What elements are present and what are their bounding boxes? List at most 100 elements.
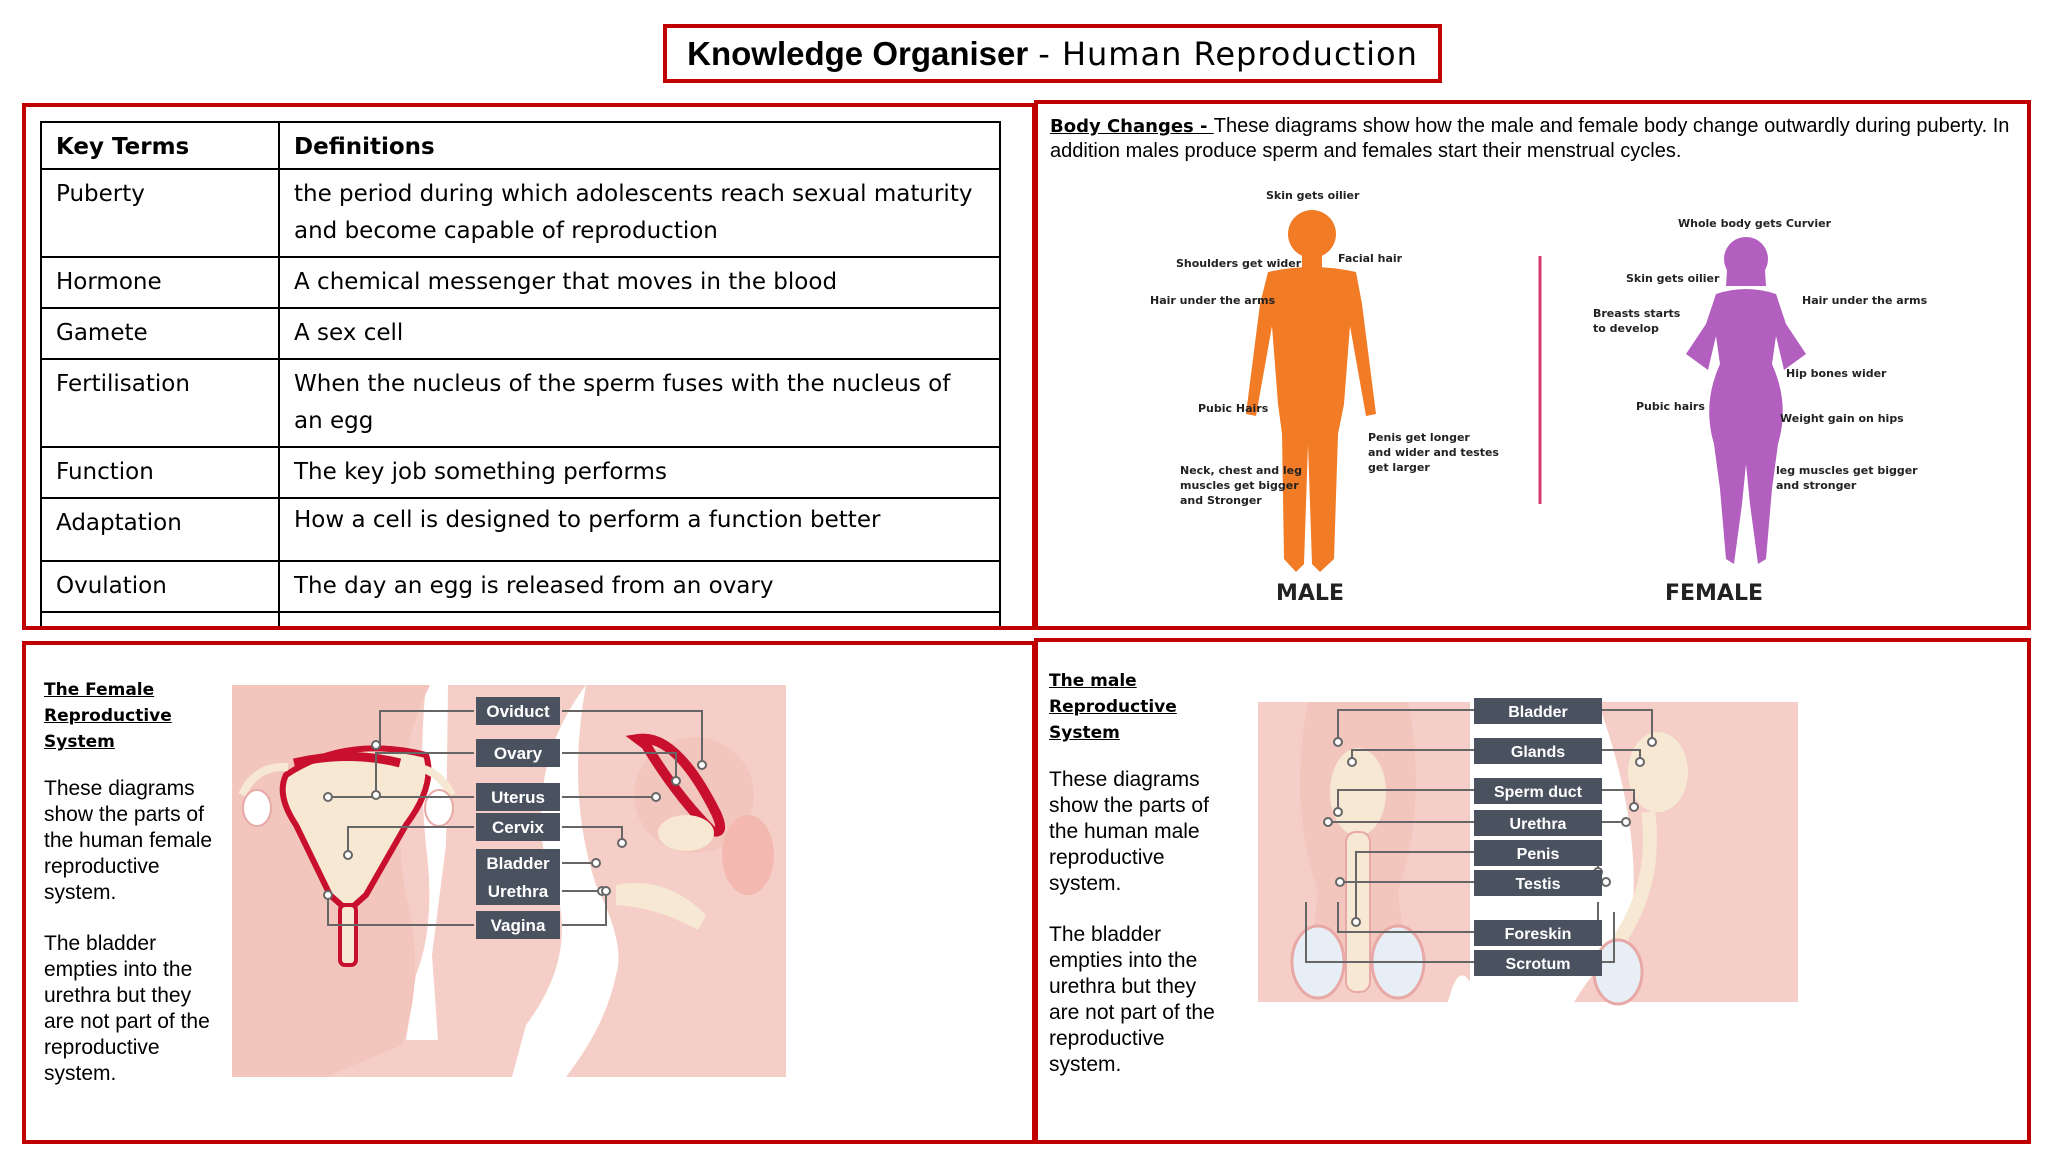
definition-cell: The day an egg is released from an ovary xyxy=(278,560,1001,613)
label-bladder: Bladder xyxy=(1508,704,1568,721)
female-heading: The Female Reproductive System xyxy=(44,677,172,755)
label-penis: Penis xyxy=(1517,846,1560,863)
label-uterus: Uterus xyxy=(491,788,545,807)
term-cell: Menstrual Cycle xyxy=(40,611,280,626)
male-label: and Stronger xyxy=(1180,494,1262,507)
page-title-box: Knowledge Organiser - Human Reproduction xyxy=(663,24,1442,83)
penis-front xyxy=(1345,831,1371,993)
label-ovary: Ovary xyxy=(494,744,543,763)
female-heading-line: The Female xyxy=(44,680,155,700)
label-foreskin: Foreskin xyxy=(1505,926,1572,943)
female-heading-line: System xyxy=(44,732,115,752)
female-label: leg muscles get bigger xyxy=(1776,464,1918,477)
male-heading-line: System xyxy=(1049,723,1120,743)
page-subtitle: - Human Reproduction xyxy=(1038,34,1418,73)
female-label: Hip bones wider xyxy=(1786,367,1887,380)
term-cell: Ovulation xyxy=(40,560,280,613)
label-cervix: Cervix xyxy=(492,818,545,837)
male-label: get larger xyxy=(1368,461,1430,474)
text-line: system. xyxy=(44,881,117,904)
label-bladder: Bladder xyxy=(486,854,550,873)
label-urethra: Urethra xyxy=(1510,816,1567,833)
text-line: These diagrams xyxy=(1049,768,1200,791)
female-label: to develop xyxy=(1593,322,1659,335)
female-title: FEMALE xyxy=(1665,581,1763,606)
male-label: Facial hair xyxy=(1338,252,1403,265)
table-row: Hormone A chemical messenger that moves … xyxy=(40,256,1001,309)
text-line: reproductive xyxy=(44,1036,160,1059)
male-label: Shoulders get wider xyxy=(1176,257,1302,270)
male-paragraph-2: The bladder empties into the urethra but… xyxy=(1049,922,1215,1078)
female-paragraph-1: These diagrams show the parts of the hum… xyxy=(44,776,212,906)
female-label: Hair under the arms xyxy=(1802,294,1928,307)
bladder-front xyxy=(1330,748,1386,836)
female-paragraph-2: The bladder empties into the urethra but… xyxy=(44,931,210,1087)
text-line: system. xyxy=(1049,872,1122,895)
male-figure xyxy=(1246,210,1376,572)
female-figure xyxy=(1686,237,1806,564)
male-heading-line: Reproductive xyxy=(1049,697,1177,717)
male-system-panel: The male Reproductive System These diagr… xyxy=(1034,638,2031,1144)
male-label: muscles get bigger xyxy=(1180,479,1299,492)
definition-cell: The key job something performs xyxy=(278,446,1001,499)
female-label: Breasts starts xyxy=(1593,307,1681,320)
body-changes-panel: Body Changes - These diagrams show how t… xyxy=(1034,100,2031,630)
female-label: Whole body gets Curvier xyxy=(1678,217,1832,230)
term-cell: Hormone xyxy=(40,256,280,309)
text-line: show the parts of xyxy=(1049,794,1209,817)
female-label: Pubic hairs xyxy=(1636,400,1705,413)
male-label: Skin gets oilier xyxy=(1266,189,1360,202)
label-oviduct: Oviduct xyxy=(486,702,550,721)
text-line: reproductive xyxy=(1049,1027,1165,1050)
text-line: are not part of the xyxy=(1049,1001,1215,1024)
text-line: reproductive xyxy=(1049,846,1165,869)
definition-cell: the period during which adolescents reac… xyxy=(278,168,1001,258)
male-heading: The male Reproductive System xyxy=(1049,668,1177,746)
text-line: empties into the xyxy=(1049,949,1198,972)
label-scrotum: Scrotum xyxy=(1506,956,1571,973)
page-title: Knowledge Organiser xyxy=(687,34,1029,72)
label-urethra: Urethra xyxy=(488,882,549,901)
female-heading-line: Reproductive xyxy=(44,706,172,726)
text-line: empties into the xyxy=(44,958,193,981)
male-heading-line: The male xyxy=(1049,671,1137,691)
body-changes-text: These diagrams show how the male and fem… xyxy=(1050,115,2010,162)
female-reproductive-diagram: Oviduct Ovary Uterus Cervix Bladder Uret… xyxy=(232,685,786,1077)
text-line: the human female xyxy=(44,829,213,852)
text-line: reproductive xyxy=(44,855,160,878)
table-row: Gamete A sex cell xyxy=(40,307,1001,360)
key-terms-table: Key Terms Definitions Puberty the period… xyxy=(40,121,1001,626)
body-changes-intro: Body Changes - These diagrams show how t… xyxy=(1050,114,2010,164)
female-label: and stronger xyxy=(1776,479,1857,492)
male-label: Penis get longer xyxy=(1368,431,1470,444)
text-line: urethra but they xyxy=(1049,975,1197,998)
term-cell: Adaptation xyxy=(40,497,280,562)
ovary-left xyxy=(242,789,272,827)
uterus-side xyxy=(625,733,726,837)
table-row: Puberty the period during which adolesce… xyxy=(40,168,1001,258)
definition-cell: When the nucleus of the sperm fuses with… xyxy=(278,358,1001,448)
male-label: Hair under the arms xyxy=(1150,294,1276,307)
text-line: system. xyxy=(44,1062,117,1085)
puberty-figures: Skin gets oilier Shoulders get wider Fac… xyxy=(1150,189,1928,606)
text-line: are not part of the xyxy=(44,1010,210,1033)
definition-cell: A chemical messenger that moves in the b… xyxy=(278,256,1001,309)
male-label: Pubic Hairs xyxy=(1198,402,1269,415)
male-title: MALE xyxy=(1276,581,1344,606)
text-line: system. xyxy=(1049,1053,1122,1076)
term-cell: Function xyxy=(40,446,280,499)
text-line: These diagrams xyxy=(44,777,195,800)
label-glands: Glands xyxy=(1511,744,1565,761)
table-row: Function The key job something performs xyxy=(40,446,1001,499)
table-header-row: Key Terms Definitions xyxy=(40,121,1001,170)
table-row: Fertilisation When the nucleus of the sp… xyxy=(40,358,1001,448)
label-sperm-duct: Sperm duct xyxy=(1494,784,1583,801)
definition-cell: A sex cell xyxy=(278,307,1001,360)
ovary-right xyxy=(424,789,454,827)
bladder-side xyxy=(658,815,714,851)
definition-cell: How a cell is designed to perform a func… xyxy=(278,497,1001,562)
term-cell: Fertilisation xyxy=(40,358,280,448)
uterus-front xyxy=(279,745,432,916)
text-line: The bladder xyxy=(44,932,157,955)
male-label: and wider and testes xyxy=(1368,446,1499,459)
